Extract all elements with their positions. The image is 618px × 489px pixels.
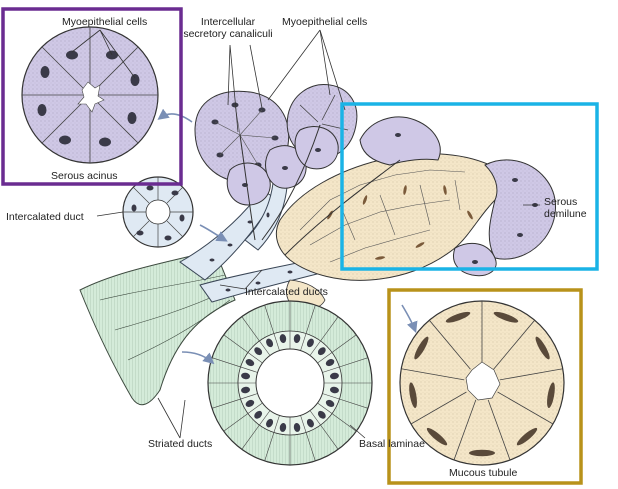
striated-cell-wall [264, 415, 280, 462]
striated-cell-nucleus [325, 399, 335, 407]
striated-cell-wall [317, 334, 357, 364]
mucous-cell-wall [487, 399, 511, 461]
striated-cell-wall [241, 410, 271, 450]
label-mucous-tubule: Mucous tubule [449, 467, 518, 479]
mucous-cell-nucleus [469, 449, 495, 457]
striated-duct-section [207, 300, 373, 466]
striated-cell-nucleus [245, 359, 255, 367]
striated-cell-wall [322, 357, 369, 373]
striated-cell-nucleus [241, 372, 251, 380]
label-intercalated-ducts: Intercalated ducts [245, 286, 328, 298]
mucous-cell-nucleus [516, 427, 538, 446]
striated-cell-nucleus [325, 359, 335, 367]
highlight-box-serous-demilune [340, 102, 599, 271]
arrow-to-striated-duct [181, 351, 215, 365]
arrow-to-mucous-tubule [401, 304, 418, 333]
mucous-cell-nucleus [445, 311, 471, 323]
mucous-cell-nucleus [493, 311, 519, 323]
label-myoepithelial-cells-right: Myoepithelial cells [282, 16, 368, 28]
striated-cell-wall [211, 357, 258, 373]
mucous-tubule-section [399, 300, 565, 466]
leader-lines [71, 29, 540, 439]
striated-cell-nucleus [329, 386, 339, 394]
label-intercellular: Intercellular [200, 16, 256, 28]
striated-cell-wall [300, 304, 316, 351]
arrow-to-serous-acinus [157, 108, 193, 123]
arrow-to-intercalated-duct [199, 224, 228, 242]
striated-cell-nucleus [279, 422, 287, 432]
label-intercalated-duct: Intercalated duct [6, 211, 84, 223]
highlight-box-serous-acinus [1, 7, 183, 186]
intercalated-duct-section [122, 176, 194, 248]
label-striated-ducts: Striated ducts [148, 438, 213, 450]
striated-cell-nucleus [306, 338, 314, 348]
gland-serous-acinus-upper [194, 90, 290, 183]
label-secretory-canaliculi: secretory canaliculi [183, 28, 273, 40]
serous-acinus-section [21, 26, 159, 164]
striated-cell-wall [211, 393, 258, 409]
striated-duct-trunk [79, 249, 236, 406]
striated-cell-nucleus [329, 372, 339, 380]
gland-serous-demilune [327, 116, 556, 277]
label-basal-laminae: Basal laminae [359, 438, 425, 450]
striated-cell-wall [309, 410, 339, 450]
mucous-cell-wall [493, 319, 536, 370]
striated-cell-nucleus [317, 347, 326, 356]
striated-cell-wall [223, 334, 263, 364]
highlight-box-mucous-tubule [387, 288, 583, 485]
label-serous: Serous [544, 196, 578, 208]
mucous-cell-nucleus [426, 427, 448, 446]
striated-cell-nucleus [279, 334, 287, 344]
mucous-cell-nucleus [547, 382, 555, 408]
striated-cell-nucleus [306, 418, 314, 428]
mucous-cell-wall [453, 399, 477, 461]
striated-cell-nucleus [254, 410, 263, 419]
striated-cell-wall [309, 316, 339, 356]
mucous-cell-wall [410, 391, 467, 425]
striated-cell-nucleus [266, 338, 274, 348]
mucous-cell-wall [428, 319, 471, 370]
mucous-cell-nucleus [414, 336, 429, 360]
striated-cell-nucleus [293, 334, 301, 344]
striated-cell-wall [264, 304, 280, 351]
striated-cell-nucleus [317, 410, 326, 419]
mucous-cell-nucleus [409, 382, 417, 408]
mucous-cell-wall [497, 391, 554, 425]
label-demilune: demilune [544, 208, 587, 220]
striated-cell-wall [317, 402, 357, 432]
striated-cell-nucleus [266, 418, 274, 428]
striated-cell-wall [223, 402, 263, 432]
label-serous-acinus: Serous acinus [51, 170, 118, 182]
striated-cell-nucleus [245, 399, 255, 407]
striated-cell-wall [322, 393, 369, 409]
striated-cell-wall [300, 415, 316, 462]
striated-cell-nucleus [293, 422, 301, 432]
mucous-cell-nucleus [535, 336, 550, 360]
striated-cell-nucleus [254, 347, 263, 356]
gland-mucous-body [275, 153, 503, 310]
striated-cell-wall [241, 316, 271, 356]
mucous-cell-wall [401, 368, 465, 381]
label-myoepithelial-cells-left: Myoepithelial cells [62, 16, 148, 28]
section-arrows [157, 108, 418, 365]
mucous-cell-wall [499, 368, 563, 381]
gland-serous-acini-lower [226, 126, 339, 206]
striated-cell-nucleus [241, 386, 251, 394]
